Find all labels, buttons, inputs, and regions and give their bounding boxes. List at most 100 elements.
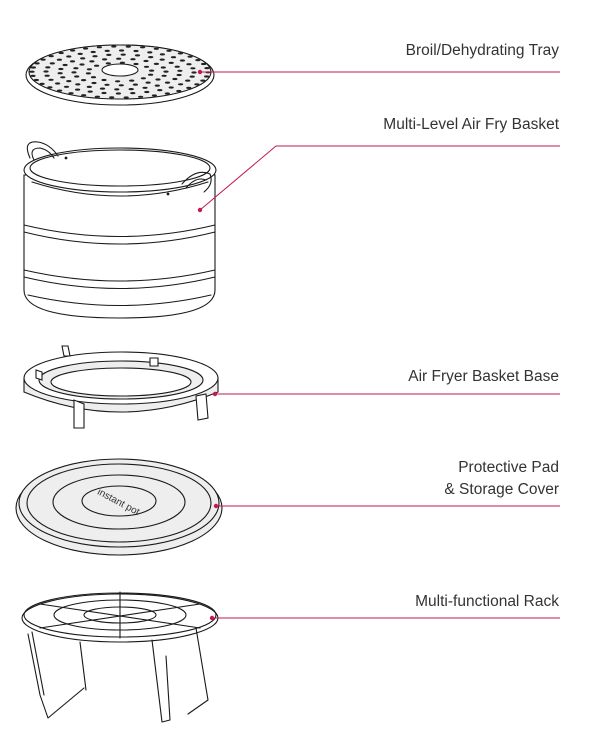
tray-hole (168, 86, 174, 89)
tray-hole (195, 59, 201, 62)
tray-hole (87, 90, 93, 93)
label-rack: Multi-functional Rack (415, 593, 559, 610)
tray-hole (170, 56, 177, 59)
tray-hole (34, 62, 40, 65)
tray-hole (109, 96, 115, 99)
tray-hole (94, 64, 100, 67)
label-protective-pad-line1: Protective Pad (458, 459, 559, 476)
tray-hole (101, 91, 107, 95)
tray-hole (123, 96, 129, 99)
tray-hole (179, 59, 185, 62)
tray-hole (163, 70, 169, 73)
basket-base-illustration (23, 345, 219, 429)
tray-hole (85, 72, 91, 75)
leader-dot-tray (197, 69, 203, 75)
leader-dot-rack (209, 615, 215, 621)
tray-hole (63, 85, 70, 88)
tray-hole (105, 62, 111, 65)
tray-hole (30, 74, 36, 77)
tray-hole (166, 49, 172, 52)
tray-hole (104, 49, 110, 53)
tray-hole (201, 62, 207, 66)
tray-hole (99, 87, 106, 90)
tray-hole (159, 53, 165, 56)
tray-hole (191, 71, 197, 74)
tray-hole (187, 55, 193, 58)
tray-hole (48, 78, 54, 81)
tray-hole (101, 78, 107, 82)
leader-dot-base (212, 391, 218, 397)
leader-dot-pad (213, 503, 219, 509)
tray-hole (39, 82, 45, 85)
tray-hole (161, 74, 167, 77)
tray-hole (185, 79, 191, 82)
tray-hole (75, 88, 81, 91)
label-protective-pad-line2: & Storage Cover (444, 481, 559, 498)
tray-hole (133, 62, 139, 66)
tray-hole (153, 62, 159, 65)
tray-hole (91, 81, 97, 85)
tray-hole (70, 49, 76, 52)
tray-hole (189, 75, 195, 78)
tray-hole (40, 58, 46, 61)
tray-hole (83, 47, 89, 50)
rack-illustration (21, 591, 219, 723)
tray-hole (157, 89, 163, 92)
tray-hole (160, 66, 166, 69)
tray-hole (55, 82, 61, 85)
tray-hole (96, 46, 102, 49)
tray-hole (144, 90, 150, 94)
tray-hole (155, 78, 161, 81)
tray-hole (49, 62, 55, 65)
tray-hole (133, 49, 139, 53)
tray-hole (176, 73, 182, 77)
tray-hole (57, 89, 63, 92)
tray-hole (62, 63, 68, 67)
tray-hole (132, 83, 138, 86)
tray-hole (77, 52, 83, 56)
tray-hole (92, 55, 98, 58)
tray-hole (140, 46, 146, 49)
leader-lines (197, 69, 560, 621)
tray-hole (66, 80, 72, 83)
tray-hole (119, 61, 125, 64)
tray-hole (86, 68, 92, 71)
tray-hole (147, 51, 153, 54)
broil-tray-illustration (25, 44, 215, 106)
label-protective-pad: Protective Pad & Storage Cover (444, 457, 559, 501)
tray-hole (119, 49, 125, 52)
tray-hole (79, 63, 85, 66)
tray-hole (164, 81, 171, 84)
label-basket-base: Air Fryer Basket Base (408, 368, 559, 385)
tray-hole (45, 66, 51, 69)
tray-hole (80, 57, 86, 60)
tray-hole (177, 69, 183, 72)
tray-hole (190, 67, 196, 70)
tray-hole (140, 77, 146, 80)
tray-hole (29, 70, 35, 73)
leader-dot-basket (197, 207, 203, 213)
tray-hole (204, 75, 210, 78)
tray-hole (159, 58, 165, 61)
tray-hole (94, 95, 100, 98)
tray-hole (71, 71, 77, 74)
tray-hole (89, 60, 95, 63)
tray-hole (111, 45, 117, 48)
tray-hole (142, 86, 148, 89)
tray-hole (149, 69, 155, 72)
tray-hole (90, 50, 96, 54)
tray-hole (58, 51, 64, 55)
tray-hole (130, 92, 136, 95)
tray-hole (48, 55, 54, 58)
tray-hole (114, 88, 120, 91)
tray-hole (74, 75, 80, 78)
tray-hole (30, 66, 36, 69)
tray-hole (177, 52, 183, 55)
label-broil-tray: Broil/Dehydrating Tray (405, 42, 559, 59)
tray-hole (178, 83, 184, 86)
tray-hole (200, 79, 206, 82)
tray-hole (66, 55, 72, 58)
tray-hole (57, 72, 63, 75)
tray-hole (151, 94, 157, 97)
